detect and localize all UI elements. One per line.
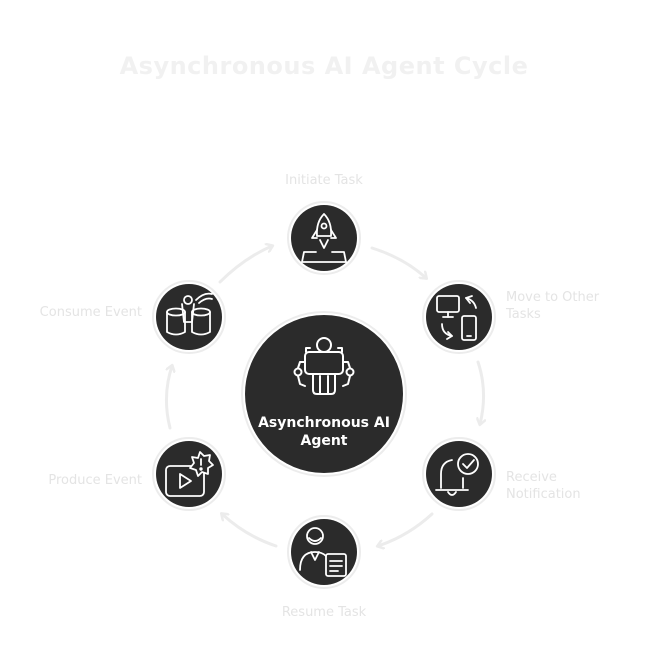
label-initiate-task: Initiate Task	[285, 173, 363, 188]
center-label-line1: Asynchronous AI	[258, 415, 390, 431]
label-consume-event: Consume Event	[39, 305, 142, 320]
node-move-to-other-tasks	[422, 280, 496, 354]
label-resume-task: Resume Task	[281, 605, 367, 620]
bell-check-icon	[435, 453, 479, 496]
center-label-line2: Agent	[300, 433, 348, 449]
arrow-initiate-to-move	[370, 246, 426, 278]
label-move-line2: Tasks	[506, 307, 541, 322]
arrow-receive-to-resume	[378, 512, 434, 546]
arrow-produce-to-consume	[165, 366, 172, 430]
label-receive-line1: Receive	[506, 470, 557, 485]
arrow-move-to-receive	[478, 360, 484, 424]
devices-switch-icon	[436, 295, 477, 341]
robot-agent-icon	[293, 337, 355, 395]
node-receive-notification	[422, 437, 496, 511]
arrow-resume-to-produce	[222, 514, 278, 548]
diagram-title: Asynchronous AI Agent Cycle	[119, 52, 529, 80]
label-receive-line2: Notification	[506, 487, 581, 502]
label-move-to-other-tasks: Move to Other Tasks	[506, 289, 636, 323]
cycle-arrows	[165, 246, 484, 548]
video-alert-icon	[165, 451, 214, 497]
label-receive-notification: Receive Notification	[506, 469, 636, 503]
node-resume-task	[287, 515, 361, 589]
node-produce-event	[152, 437, 226, 511]
node-consume-event	[152, 280, 226, 354]
rocket-launch-icon	[301, 213, 347, 263]
node-initiate-task	[287, 201, 361, 275]
cylinders-transfer-icon	[166, 292, 213, 336]
person-document-icon	[299, 527, 347, 577]
center-node	[241, 311, 407, 477]
label-move-line1: Move to Other	[506, 290, 600, 305]
arrow-consume-to-initiate	[218, 246, 272, 284]
center-node-label: Asynchronous AI Agent	[243, 414, 405, 450]
label-produce-event: Produce Event	[48, 473, 142, 488]
